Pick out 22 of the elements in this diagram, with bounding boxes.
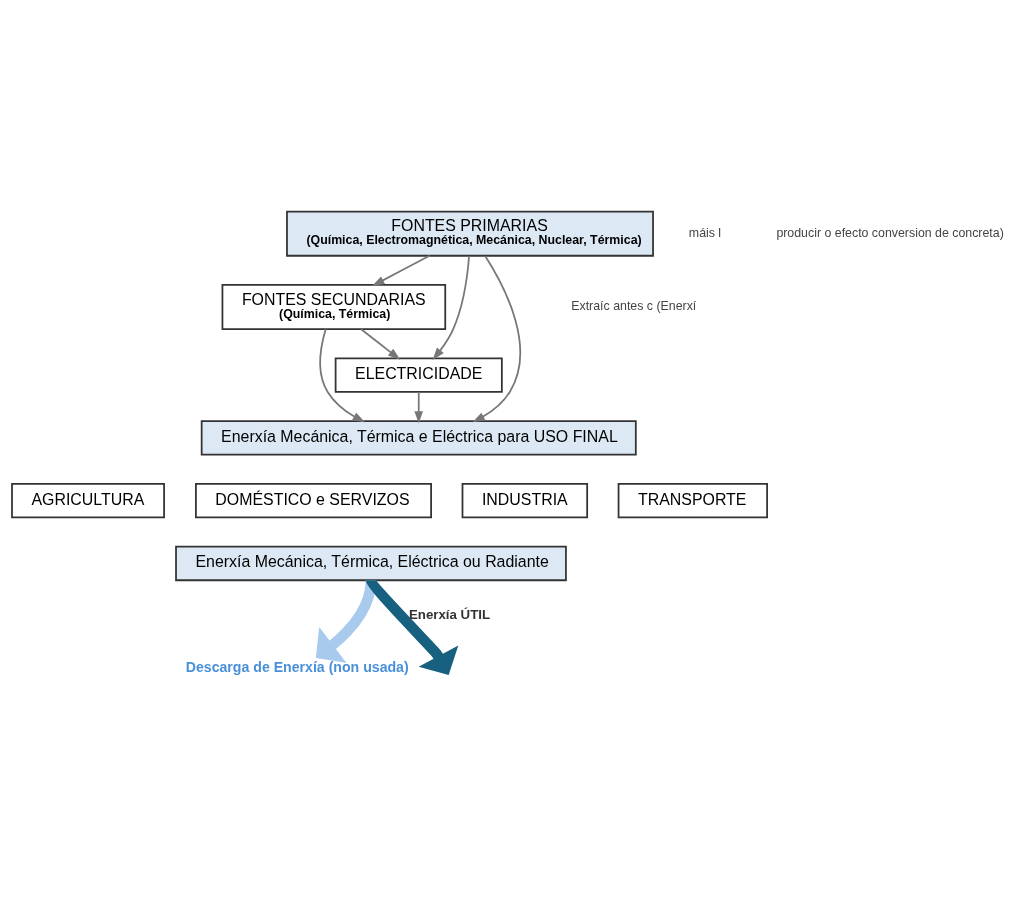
node-text: Descarga de Enerxía (non usada)	[185, 659, 409, 676]
node-box: AGRICULTURA	[11, 483, 165, 519]
arrow	[360, 328, 401, 360]
label: máis l	[688, 225, 722, 240]
label: producir o efecto conversion de concreta)	[776, 225, 1004, 240]
node-box: FONTES PRIMARIAS (Química, Electromagnética, Mecánica, Nuclear, Térmica)	[286, 210, 654, 257]
node-box: Enerxía Mecánica, Térmica, Eléctrica ou Radiante	[175, 545, 567, 582]
label: Extraíc antes c (Enerxí	[571, 299, 697, 314]
arrow	[366, 577, 459, 675]
node-box: FONTES SECUNDARIAS (Química, Térmica)	[221, 284, 447, 330]
node-box: Enerxía Mecánica, Térmica e Eléctrica para USO FINAL	[200, 420, 637, 456]
node-box: INDUSTRIA	[461, 483, 589, 519]
arrow	[315, 579, 377, 663]
node-box: ELECTRICIDADE	[334, 357, 503, 393]
arrow	[472, 255, 522, 423]
arrow	[432, 255, 470, 360]
arrow	[414, 391, 424, 424]
edge-label: Enerxía ÚTIL	[409, 607, 490, 623]
arrow	[319, 328, 365, 423]
arrow	[372, 254, 431, 287]
node-box: DOMÉSTICO e SERVIZOS	[195, 483, 432, 519]
node-box: TRANSPORTE	[617, 483, 768, 519]
